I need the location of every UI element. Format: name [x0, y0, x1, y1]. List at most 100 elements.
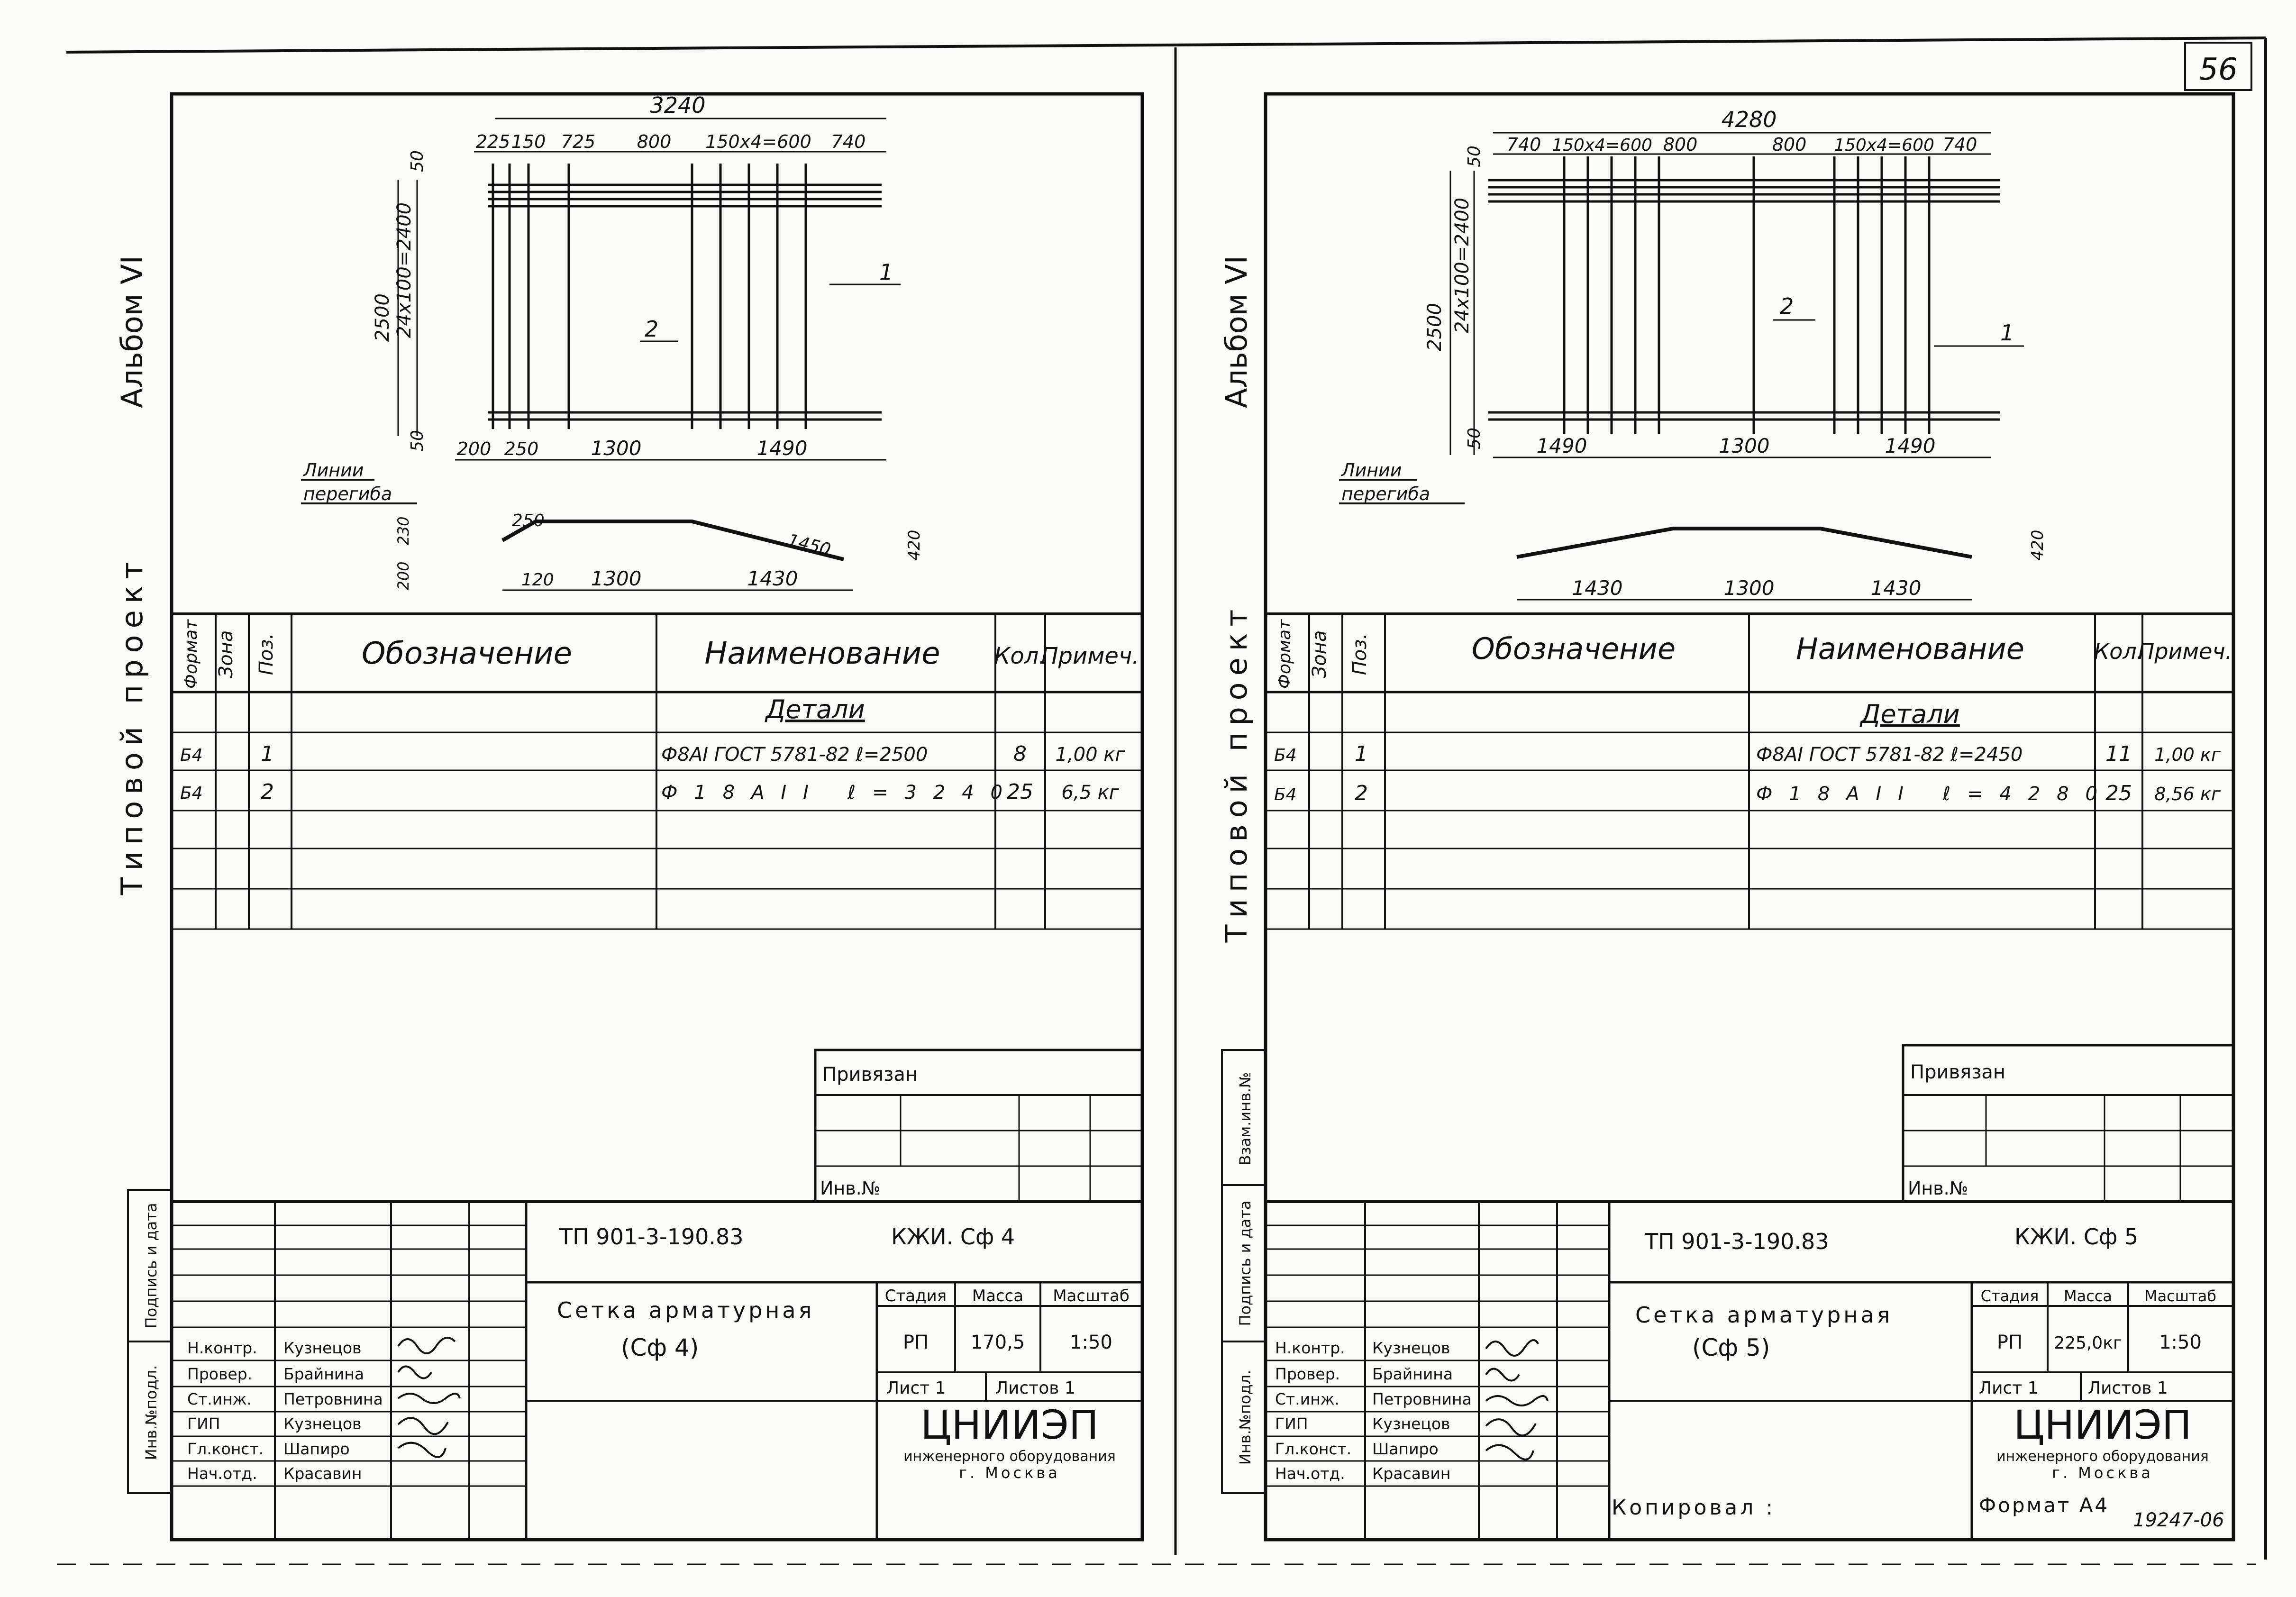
sheet-2-role-4: Гл.конст. — [1275, 1440, 1351, 1458]
sheet-1-org-2: инженерного оборудования — [903, 1448, 1116, 1465]
sheet-1-org-3: г. Москва — [959, 1464, 1060, 1482]
sheet-1-mass-h: Масса — [972, 1287, 1023, 1305]
sheet-1-r1-qty: 8 — [1013, 742, 1027, 766]
sheet-1-bend-dim-1: 1450 — [786, 530, 833, 560]
sheet-2-name-3: Кузнецов — [1372, 1414, 1450, 1433]
sheet-2-bend-label-2: перегиба — [1341, 484, 1430, 504]
sheet-2-r1-name: Ф8АI ГОСТ 5781-82 ℓ=2450 — [1756, 744, 2023, 766]
sheet-1-album-label: Альбом VI — [115, 256, 149, 408]
sheet-2-h-format: Формат — [1275, 619, 1294, 689]
sheet-2-dim-top-5: 740 — [1943, 134, 1977, 155]
sheet-2-sheets: Листов 1 — [2088, 1378, 2168, 1398]
sheet-1-r1-note: 1,00 кг — [1056, 744, 1126, 766]
sheet-2-r2-format: Б4 — [1274, 785, 1297, 804]
copied-label: Копировал : — [1612, 1496, 1776, 1520]
sheet-1-pos-1: 1 — [879, 259, 893, 285]
sheet-2-r2-qty: 25 — [2105, 781, 2132, 805]
sheet-2-side-sign: Подпись и дата — [1236, 1200, 1254, 1326]
sheet-2-bend-dim-1: 1300 — [1724, 576, 1775, 600]
sheet-2-privyazan-block: Привязан Инв.№ — [1902, 1044, 2235, 1203]
sheet-1-r1-name: Ф8АI ГОСТ 5781-82 ℓ=2500 — [661, 744, 928, 766]
sheet-1-title-1: Сетка арматурная — [557, 1297, 814, 1323]
sheet-1-bend-dim-6: 230 — [394, 516, 412, 545]
sheet-2-mesh-plan: 4280 740 150x4=600 800 800 150x4=600 740… — [1424, 107, 2024, 458]
sheet-1-name-5: Красавин — [283, 1464, 362, 1483]
sheet-1-total-width: 3240 — [650, 92, 705, 118]
sheet-2-bend-label-1: Линии — [1340, 460, 1402, 481]
sheet-1-role-1: Провер. — [187, 1365, 252, 1383]
sheet-1-r1-format: Б4 — [180, 746, 203, 765]
sheet-2-dim-bottom-2: 1490 — [1885, 434, 1936, 457]
sheet-1-dim-bottom-1: 250 — [504, 438, 539, 459]
sheet-2-doc-code: ТП 901-3-190.83 — [1644, 1229, 1829, 1254]
sheet-2-h-name: Наименование — [1796, 631, 2024, 666]
sheet-2-total-height: 2500 — [1424, 303, 1446, 351]
sheet-1-role-4: Гл.конст. — [187, 1440, 264, 1458]
sheet-2-name-1: Брайнина — [1372, 1365, 1453, 1383]
sheet-1-sheet: Лист 1 — [886, 1378, 946, 1398]
sheet-1-inv-no: Инв.№ — [820, 1178, 880, 1199]
sheet-1-pos-2: 2 — [645, 316, 658, 342]
sheet-2-h-qty: Кол. — [2094, 639, 2144, 664]
sheet-2-h-pos: Поз. — [1349, 633, 1371, 675]
sheet-2-stage: РП — [1997, 1332, 2023, 1353]
sheet-2-side-replace: Взам.инв.№ — [1236, 1072, 1254, 1166]
sheet-2-role-1: Провер. — [1275, 1365, 1340, 1383]
sheet-1-frame — [170, 92, 1144, 1542]
sheet-1-total-height: 2500 — [372, 293, 393, 342]
sheet-2-r1-note: 1,00 кг — [2154, 744, 2221, 765]
sheet-1-r2-format: Б4 — [180, 784, 203, 803]
sheet-2-dim-top-2: 800 — [1663, 134, 1698, 155]
sheet-2-spec-table: Формат Зона Поз. Обозначение Наименовани… — [1266, 614, 2233, 930]
sheet-2-h-designation: Обозначение — [1472, 631, 1676, 666]
sheet-1-bend-dim-4: 1300 — [591, 567, 642, 590]
sheet-1-dim-top-1: 150 — [511, 131, 546, 152]
sheet-2-org-2: инженерного оборудования — [1996, 1448, 2209, 1465]
sheet-1-dim-bottom-2: 1300 — [591, 437, 642, 460]
sheet-1-role-0: Н.контр. — [187, 1339, 257, 1357]
sheet-1-r2-pos: 2 — [261, 780, 274, 804]
sheet-1-r2-note: 6,5 кг — [1061, 782, 1119, 803]
sheet-2-name-4: Шапиро — [1372, 1440, 1439, 1458]
sheet-2-title-1: Сетка арматурная — [1635, 1302, 1893, 1328]
sheet-2-role-3: ГИП — [1275, 1414, 1308, 1433]
sheet-2-edge-dim-bottom: 50 — [1465, 428, 1484, 449]
sheet-1-privyazan: Привязан — [822, 1064, 918, 1086]
sheet-2-role-0: Н.контр. — [1275, 1339, 1345, 1357]
sheet-1-dim-top-4: 150x4=600 — [705, 131, 811, 152]
sheet-1-doc-code: ТП 901-3-190.83 — [559, 1224, 744, 1250]
sheet-2-role-2: Ст.инж. — [1275, 1390, 1339, 1408]
page-number-box — [2184, 42, 2252, 91]
sheet-1-bend-label-1: Линии — [302, 460, 364, 481]
sheet-1-sheets: Листов 1 — [995, 1378, 1075, 1398]
sheet-1-dim-bottom-0: 200 — [457, 438, 492, 459]
sheet-2-r1-qty: 11 — [2105, 742, 2132, 766]
sheet-2-mass: 225,0кг — [2054, 1333, 2122, 1353]
sheet-2-dim-top-0: 740 — [1507, 134, 1541, 155]
sheet-1-bend-dim-7: 200 — [394, 561, 412, 590]
sheet-2-stage-h: Стадия — [1981, 1287, 2039, 1305]
sheet-2-name-0: Кузнецов — [1372, 1339, 1450, 1357]
page-number: 56 — [2199, 52, 2237, 87]
sheet-1-bend-dim-2: 420 — [905, 530, 924, 561]
sheet-2-inv-no: Инв.№ — [1908, 1178, 1968, 1199]
sheet-2-frame — [1264, 92, 2235, 1542]
sheet-2-title-block: Инв.№подл. Подпись и дата Взам.инв.№ ТП … — [1221, 1049, 2233, 1540]
sheet-2-project-label: Типовой проект — [1219, 603, 1254, 943]
sheet-2-dim-bottom-0: 1490 — [1537, 434, 1587, 457]
sheet-1-bend-profile: Линии перегиба 250 1450 420 120 1300 143… — [301, 460, 924, 591]
sheet-1-bend-dim-3: 120 — [521, 570, 554, 590]
sheet-2-h-note: Примеч. — [2138, 639, 2232, 664]
sheet-1-r1-pos: 1 — [261, 742, 274, 766]
sheet-2-org-1: ЦНИИЭП — [2014, 1402, 2192, 1448]
format-label: Формат А4 — [1979, 1494, 2109, 1517]
sheet-1-h-name: Наименование — [704, 636, 940, 671]
top-trim-line — [66, 37, 2266, 54]
sheet-2-album-label: Альбом VI — [1219, 256, 1254, 408]
sheet-2-h-zone: Зона — [1309, 630, 1330, 678]
sheet-1-spec-table: Формат Зона Поз. Обозначение Наименовани… — [172, 614, 1142, 930]
sheet-2-org-3: г. Москва — [2052, 1464, 2153, 1482]
sheet-1-h-format: Формат — [182, 619, 201, 689]
sheet-1-project-label: Типовой проект — [115, 556, 149, 896]
sheet-1-title-2: (Сф 4) — [621, 1334, 699, 1361]
